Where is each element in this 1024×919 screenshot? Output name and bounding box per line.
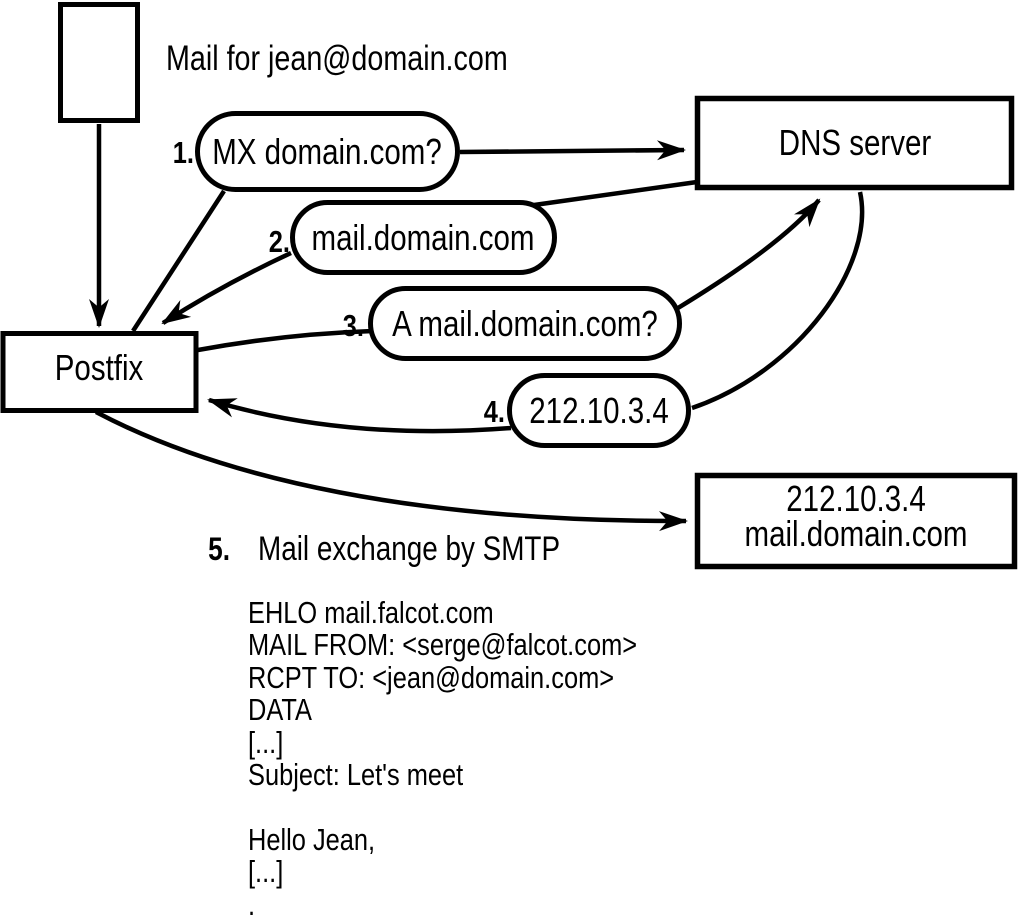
response4-label: 212.10.3.4	[529, 390, 668, 430]
smtp-line: RCPT TO: <jean@domain.com>	[248, 661, 614, 696]
postfix-node	[0, 331, 199, 413]
smtp-line: Hello Jean,	[248, 823, 375, 858]
arrow-response2-to-postfix	[161, 250, 292, 325]
dns-server-node	[694, 95, 1015, 191]
connectors	[89, 124, 865, 532]
query3-pill	[368, 286, 682, 361]
arrow-query1-to-dns	[459, 140, 686, 161]
step5-label: Mail exchange by SMTP	[258, 529, 560, 567]
query1-pill	[195, 111, 460, 192]
diagram-title: Mail for jean@domain.com	[166, 38, 508, 77]
response2-label: mail.domain.com	[311, 217, 534, 257]
line-dns-to-response2	[526, 179, 698, 209]
response2-pill	[290, 200, 557, 275]
arrow-smtp-to-mailserver	[94, 410, 688, 532]
step4-number: 4.	[484, 395, 505, 430]
line-postfix-to-query1	[131, 189, 226, 333]
step5-number: 5.	[208, 533, 230, 568]
response4-pill	[507, 373, 691, 448]
smtp-line: EHLO mail.falcot.com	[248, 596, 494, 631]
smtp-line: MAIL FROM: <serge@falcot.com>	[248, 628, 637, 663]
mail-server-ip-label: 212.10.3.4	[786, 478, 925, 518]
line-postfix-to-query3	[197, 328, 374, 353]
smtp-line: Subject: Let's meet	[248, 758, 463, 793]
step2-number: 2.	[269, 225, 290, 260]
query1-label: MX domain.com?	[212, 131, 442, 171]
line-dns-to-response4	[691, 191, 865, 411]
step3-number: 3.	[343, 309, 364, 344]
mail-server-host-label: mail.domain.com	[744, 513, 967, 553]
smtp-session-transcript: EHLO mail.falcot.com MAIL FROM: <serge@f…	[248, 596, 637, 919]
smtp-line: [...]	[248, 726, 283, 761]
arrow-query3-to-dns	[676, 198, 821, 310]
step1-number: 1.	[173, 136, 194, 171]
smtp-line: DATA	[248, 693, 312, 728]
smtp-line: [...]	[248, 855, 283, 890]
postfix-label: Postfix	[55, 347, 144, 387]
mail-server-node	[694, 472, 1018, 570]
message-node	[58, 2, 140, 123]
smtp-line: .	[248, 888, 255, 919]
dns-server-label: DNS server	[779, 122, 932, 162]
query3-label: A mail.domain.com?	[392, 303, 658, 343]
arrow-response4-to-postfix	[207, 397, 512, 434]
